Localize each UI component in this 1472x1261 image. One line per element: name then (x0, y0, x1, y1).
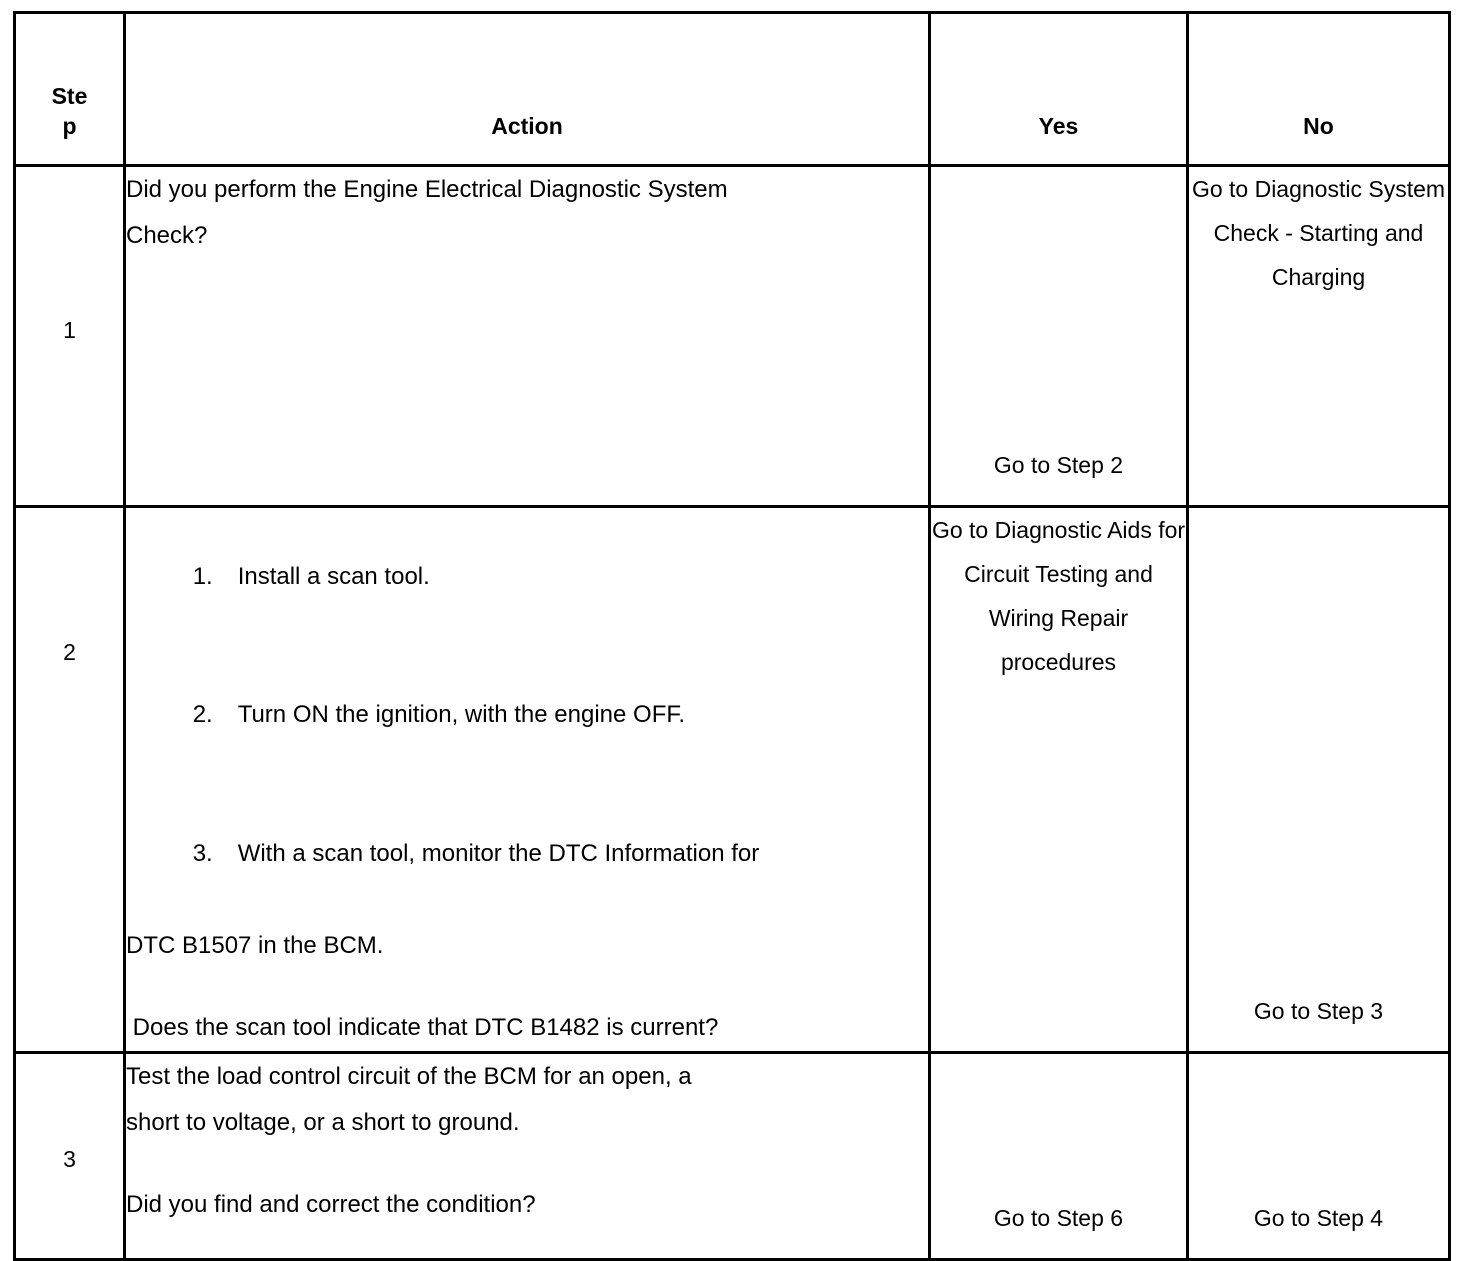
no-result-text: Go to Step 3 (1253, 997, 1384, 1024)
list-text: With a scan tool, monitor the DTC Inform… (237, 839, 760, 867)
yes-result-text: Go to Step 6 (993, 1204, 1124, 1231)
step-number-cell: 2 (13, 505, 126, 1054)
action-cell: 1. Install a scan tool. 2. Turn ON the ign… (123, 505, 931, 1054)
list-marker: 2. (192, 701, 213, 729)
action-question: Does the scan tool indicate that DTC B14… (126, 1013, 719, 1041)
step-number: 2 (63, 639, 76, 665)
action-list-item: 1. Install a scan tool. (126, 508, 928, 646)
table-row: 2 1. Install a scan tool. 2. Turn ON the i… (13, 505, 1451, 1054)
yes-result-cell: Go to Step 6 (928, 1050, 1189, 1261)
yes-result-cell: Go to Diagnostic Aids for Circuit Testin… (928, 505, 1189, 1054)
table-header-row: Step Action Yes No (13, 11, 1451, 167)
action-spacer (126, 969, 928, 1005)
action-text-line: Test the load control circuit of the BCM… (126, 1062, 692, 1090)
action-text-line: short to voltage, or a short to ground. (126, 1108, 520, 1136)
step-number-cell: 3 (13, 1050, 126, 1261)
step-number: 1 (63, 317, 76, 343)
diagnostic-table: Step Action Yes No 1 Did you perform the… (13, 11, 1451, 1261)
list-marker: 1. (192, 563, 213, 591)
no-result-cell: Go to Step 3 (1186, 505, 1451, 1054)
table-row: 3 Test the load control circuit of the B… (13, 1050, 1451, 1261)
list-marker: 3. (192, 839, 213, 867)
column-header-yes: Yes (928, 11, 1189, 167)
no-result-text: Go to Diagnostic System Check - Starting… (1191, 176, 1446, 291)
table-row: 1 Did you perform the Engine Electrical … (13, 164, 1451, 508)
no-result-cell: Go to Step 4 (1186, 1050, 1451, 1261)
action-text-line: Did you perform the Engine Electrical Di… (126, 176, 728, 203)
yes-result-cell: Go to Step 2 (928, 164, 1189, 508)
step-number: 3 (63, 1145, 76, 1172)
column-header-no: No (1186, 11, 1451, 167)
action-list-item: 2. Turn ON the ignition, with the engine … (126, 646, 928, 784)
action-question: Did you find and correct the condition? (126, 1191, 536, 1219)
document-page: Step Action Yes No 1 Did you perform the… (13, 11, 1451, 1261)
column-header-yes-label: Yes (1038, 113, 1079, 140)
list-text: Install a scan tool. (237, 563, 430, 591)
column-header-step: Step (13, 11, 126, 167)
no-result-cell: Go to Diagnostic System Check - Starting… (1186, 164, 1451, 508)
action-spacer (126, 1146, 928, 1182)
no-result-text: Go to Step 4 (1253, 1204, 1384, 1231)
action-list-item: 3. With a scan tool, monitor the DTC Info… (126, 784, 928, 922)
column-header-action-label: Action (491, 113, 563, 140)
step-number-cell: 1 (13, 164, 126, 508)
list-text: Turn ON the ignition, with the engine OF… (237, 701, 686, 729)
yes-result-text: Go to Diagnostic Aids for Circuit Testin… (931, 517, 1186, 676)
action-cell: Did you perform the Engine Electrical Di… (123, 164, 931, 508)
column-header-step-label: Step (51, 83, 88, 140)
column-header-action: Action (123, 11, 931, 167)
action-cell: Test the load control circuit of the BCM… (123, 1050, 931, 1261)
action-text-line: Check? (126, 222, 208, 250)
yes-result-text: Go to Step 2 (993, 451, 1124, 478)
column-header-no-label: No (1303, 113, 1334, 140)
action-continuation-line: DTC B1507 in the BCM. (126, 931, 384, 959)
